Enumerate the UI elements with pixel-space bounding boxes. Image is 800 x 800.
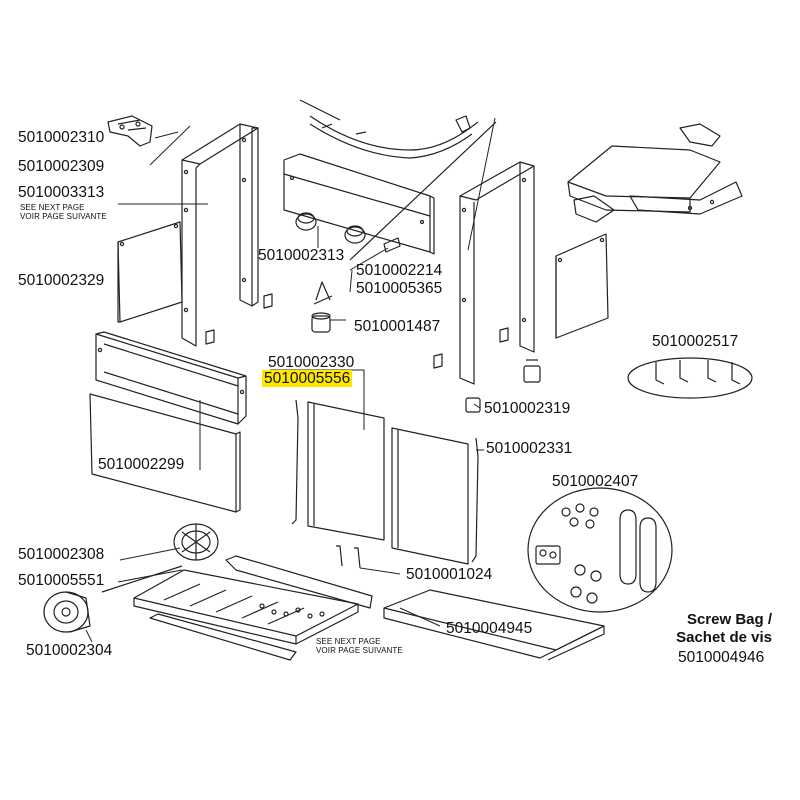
screw-bag	[527, 487, 673, 613]
label-5010002517: 5010002517	[652, 333, 739, 350]
label-5010002214: 5010002214	[356, 262, 443, 279]
label-5010002329: 5010002329	[18, 272, 105, 289]
label-5010002309: 5010002309	[18, 158, 105, 175]
side-shelf	[567, 123, 743, 223]
bottom-shelf	[101, 555, 373, 661]
hinge-pins	[336, 545, 361, 569]
label-5010001487: 5010001487	[354, 318, 441, 335]
left-door	[291, 399, 385, 541]
label-5010002299: 5010002299	[98, 456, 185, 473]
label-5010005551: 5010005551	[18, 572, 105, 589]
see-next-page-note-bottom: SEE NEXT PAGE VOIR PAGE SUIVANTE	[316, 637, 403, 656]
top-bracket-part	[107, 115, 153, 147]
control-panel	[283, 99, 497, 261]
highlight-5010005556: 5010005556	[262, 370, 353, 387]
label-5010002313: 5010002313	[258, 247, 345, 264]
label-5010002407: 5010002407	[552, 473, 639, 490]
front-panels	[89, 331, 247, 513]
label-5010005556-highlighted: 5010005556	[262, 370, 353, 387]
label-5010002331: 5010002331	[486, 440, 573, 457]
label-5010002308: 5010002308	[18, 546, 105, 563]
igniter-parts	[311, 281, 333, 333]
label-5010004945: 5010004945	[446, 620, 533, 637]
label-5010003313: 5010003313	[18, 184, 105, 201]
label-5010005365: 5010005365	[356, 280, 443, 297]
label-5010001024: 5010001024	[406, 566, 493, 583]
label-5010004946: 5010004946	[678, 649, 765, 666]
door-latch	[465, 359, 541, 413]
label-5010002330: 5010002330	[268, 354, 355, 371]
left-side-panel	[117, 221, 183, 323]
hooks-set	[627, 357, 753, 399]
screw-bag-title: Screw Bag / Sachet de vis	[676, 611, 772, 646]
left-side-frame	[181, 123, 273, 347]
right-side-panel	[555, 233, 609, 339]
right-side-frame	[433, 161, 535, 385]
right-door	[391, 427, 479, 565]
wheel-front	[43, 591, 91, 633]
label-5010002304: 5010002304	[26, 642, 113, 659]
wheel-rear	[173, 523, 219, 561]
front-shelf	[383, 589, 605, 661]
label-5010002319: 5010002319	[484, 400, 571, 417]
label-5010002310: 5010002310	[18, 129, 105, 146]
see-next-page-note-top: SEE NEXT PAGE VOIR PAGE SUIVANTE	[20, 203, 107, 222]
